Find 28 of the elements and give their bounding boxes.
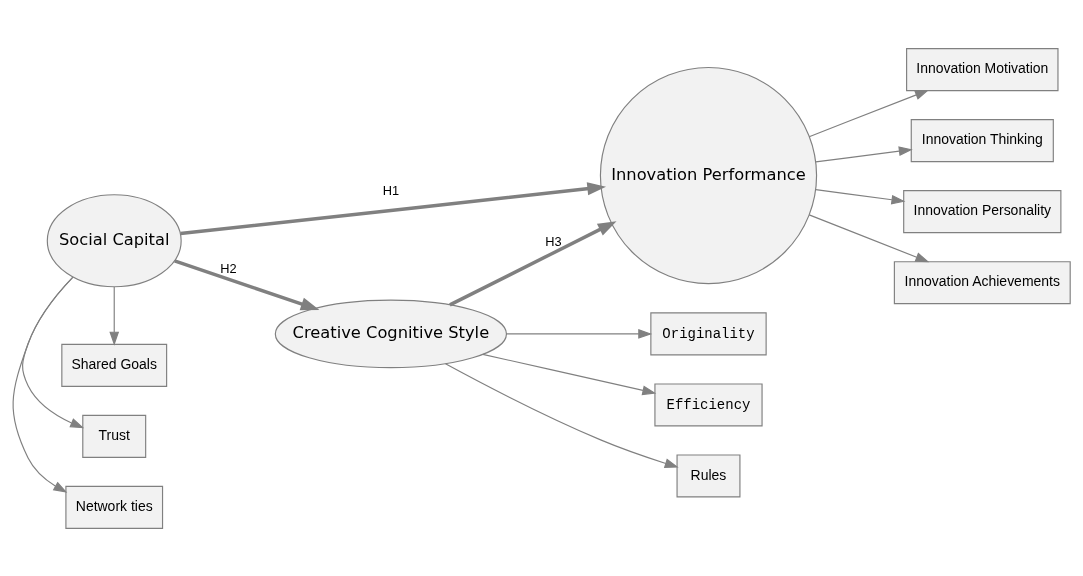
edge-label: H2 [220, 260, 237, 276]
arrow [815, 145, 913, 162]
node-box: Innovation Achievements [893, 260, 1071, 304]
node-box: Innovation Personality [903, 189, 1062, 233]
node-box: Originality [650, 311, 767, 355]
arrow [109, 286, 120, 346]
node-box: Innovation Motivation [906, 47, 1059, 91]
arrow [22, 276, 85, 428]
arrow [180, 181, 606, 235]
node-ellipse: Social Capital [46, 193, 182, 287]
arrow [12, 276, 74, 493]
edge-label: H3 [545, 233, 562, 249]
arrow [444, 362, 679, 468]
node-box: Innovation Thinking [910, 118, 1054, 162]
node-circle: Innovation Performance [599, 66, 818, 284]
arrow [482, 353, 657, 395]
arrow [808, 89, 929, 137]
node-box: Shared Goals [61, 343, 168, 387]
edge-label: H1 [382, 182, 400, 198]
arrow [815, 188, 906, 205]
arrow [505, 328, 653, 339]
node-box: Network ties [65, 485, 164, 529]
node-box: Trust [82, 414, 147, 458]
arrow [174, 258, 320, 310]
arrow [808, 213, 930, 262]
node-box: Efficiency [654, 382, 763, 426]
arrow [449, 220, 617, 306]
node-box: Rules [676, 453, 741, 497]
